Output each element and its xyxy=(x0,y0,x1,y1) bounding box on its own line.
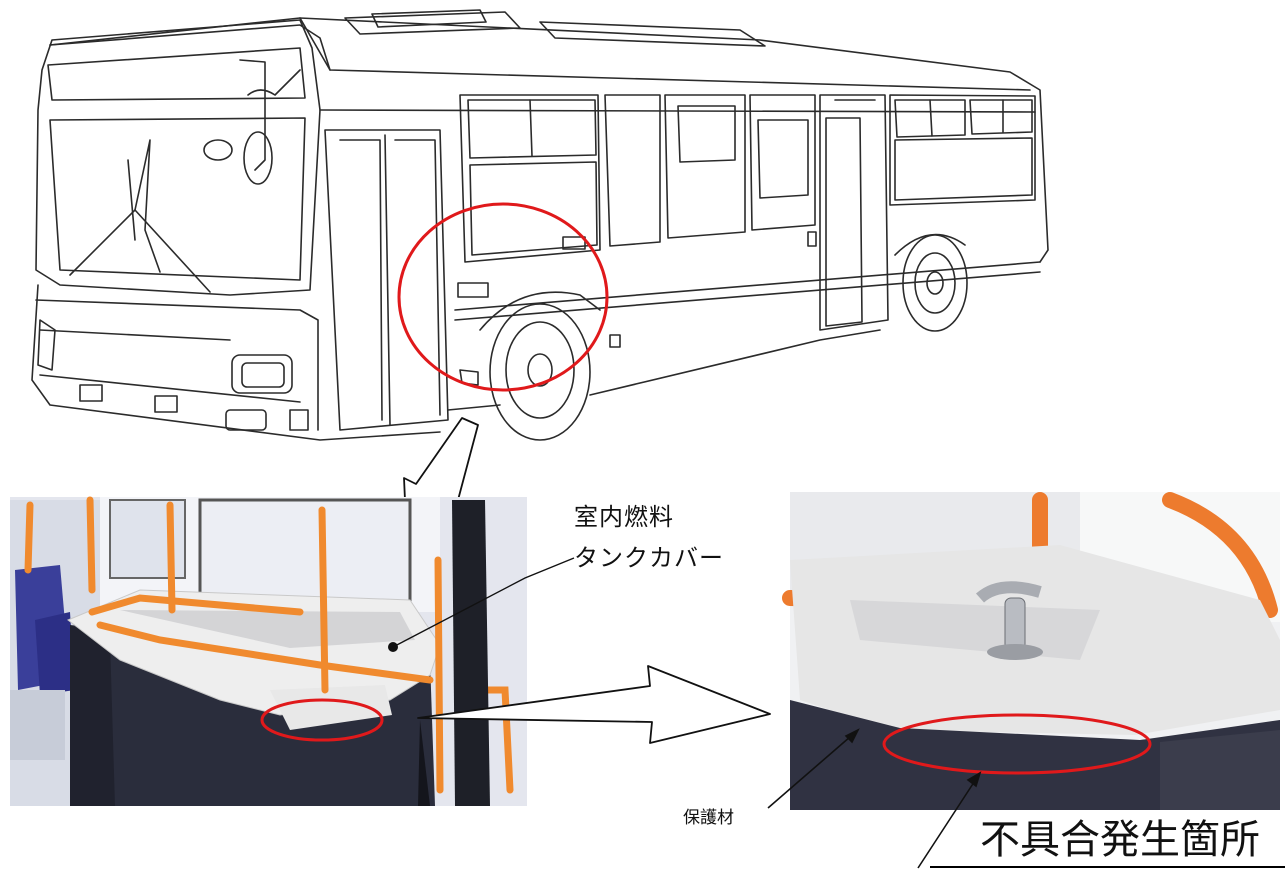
photo-interior-right xyxy=(782,492,1280,810)
defect-location-label: 不具合発生箇所 xyxy=(980,817,1260,863)
protective-material-label: 保護材 xyxy=(683,808,734,828)
highlight-ellipse xyxy=(397,202,609,392)
photo-interior-left xyxy=(10,496,527,806)
tank-cover-label-line1: 室内燃料 xyxy=(574,503,674,531)
tank-cover-label-line2: タンクカバー xyxy=(574,544,724,572)
callout-arrow xyxy=(417,665,771,744)
defect-label-underline xyxy=(930,866,1285,868)
bus-line-drawing xyxy=(31,9,1049,441)
